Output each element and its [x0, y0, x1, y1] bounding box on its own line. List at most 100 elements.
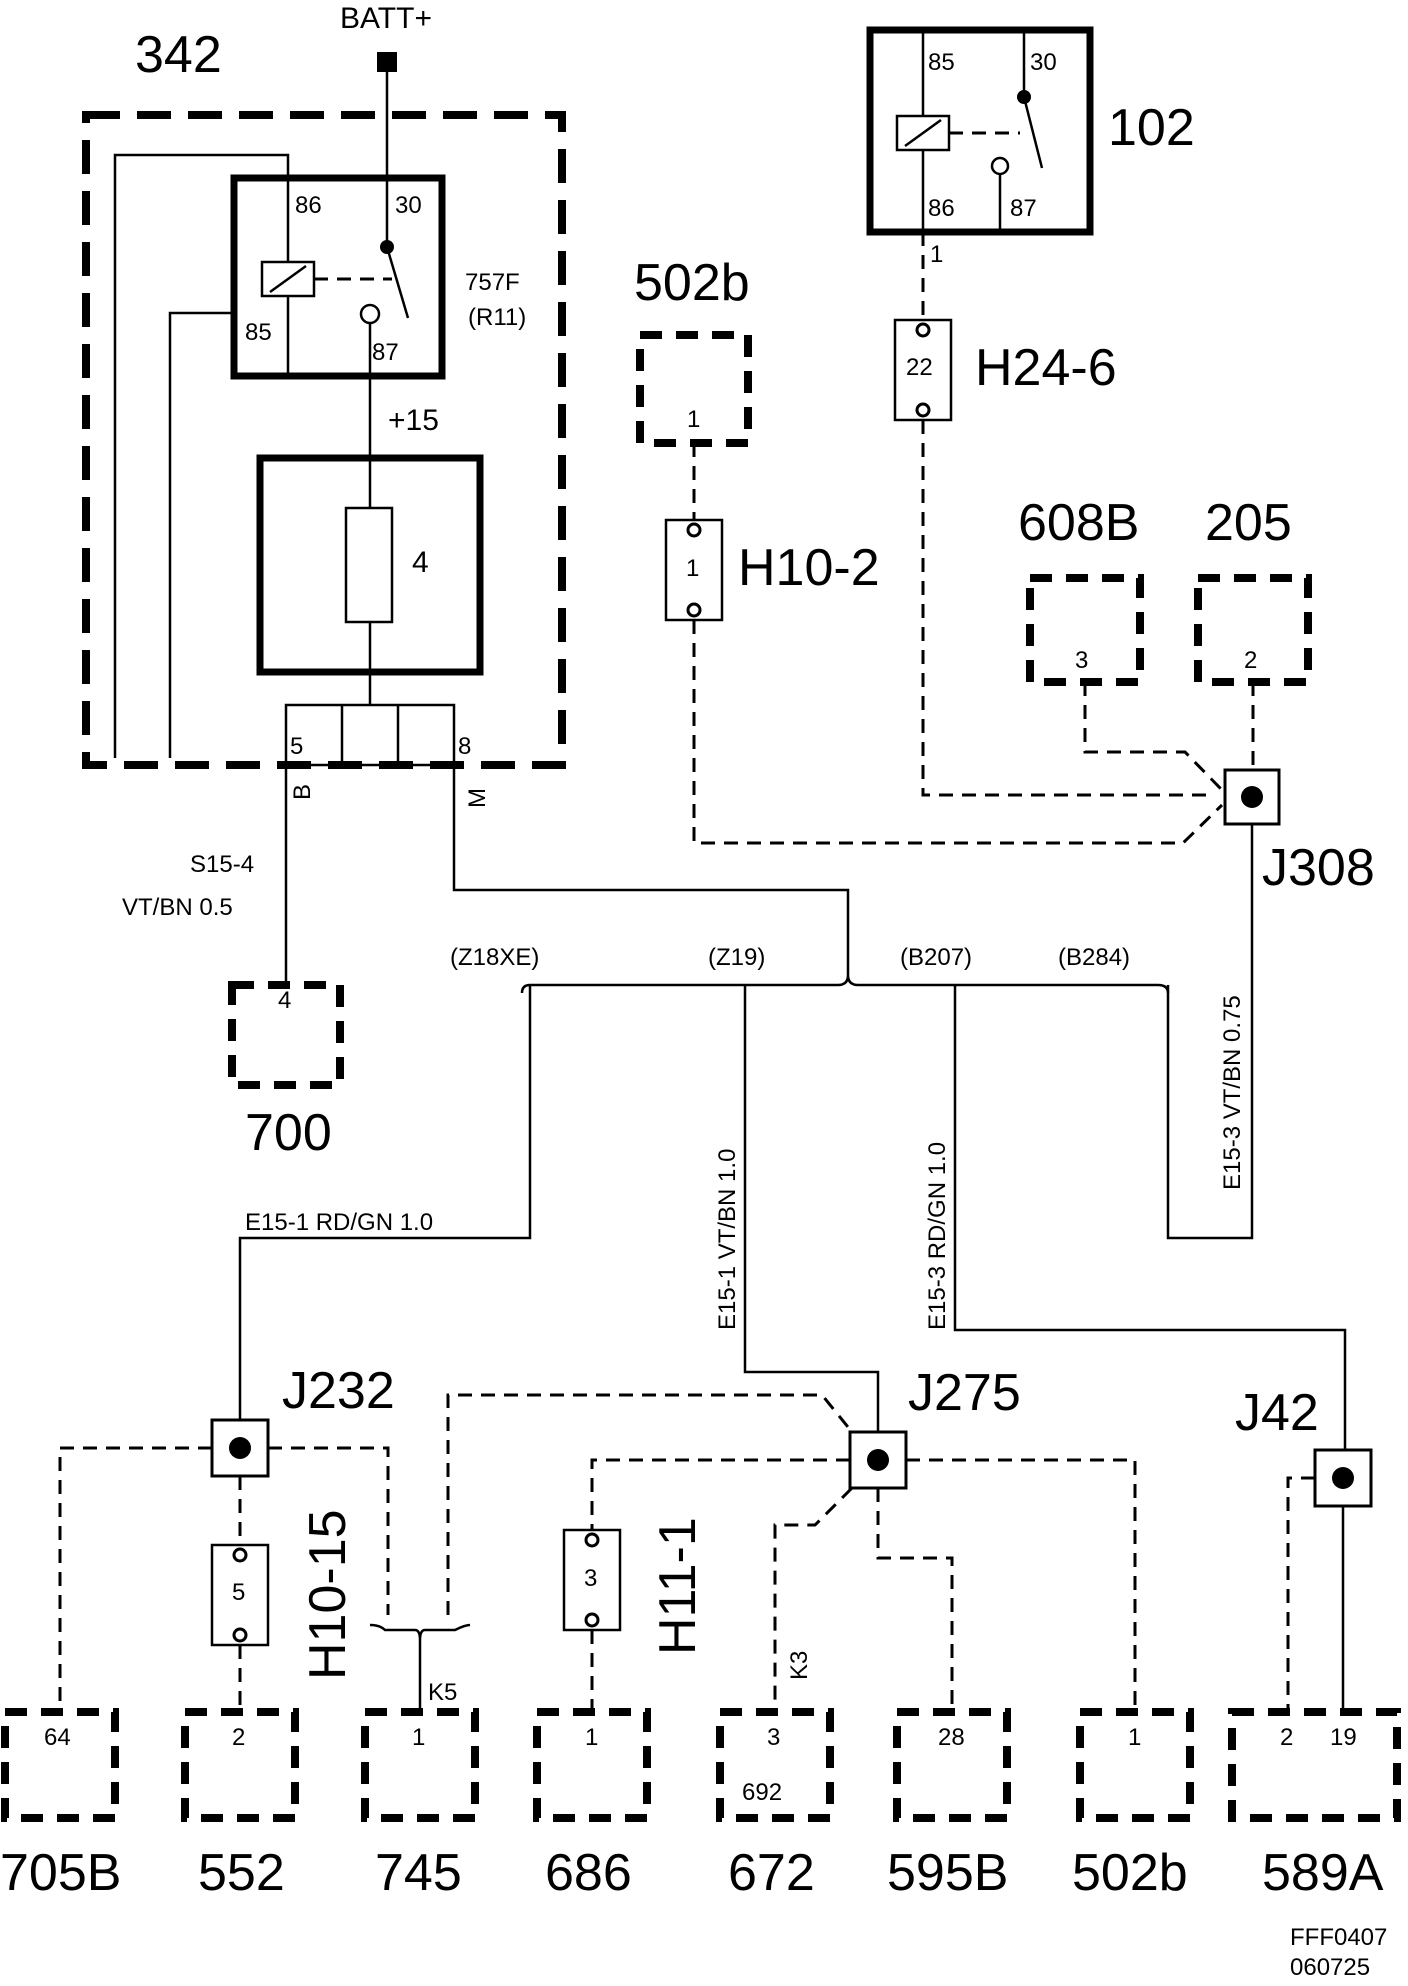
wire-e15-3-mid-label: E15-3 RD/GN 1.0: [924, 1142, 951, 1330]
pin-8: 8: [458, 733, 471, 760]
label-589a: 589A: [1262, 1844, 1384, 1902]
wire-e15-3-mid: [953, 985, 1347, 1450]
pin-b: B: [289, 784, 316, 800]
wire-502b: [906, 1458, 1137, 1710]
variant-b207: (B207): [900, 944, 972, 971]
relay-102-pin86: 86: [928, 195, 955, 222]
wire-s15-4-label: S15-4: [190, 851, 254, 878]
connector-502b: [1076, 1708, 1194, 1822]
label-502b: 502b: [1072, 1844, 1188, 1902]
connector-700-pin: 4: [278, 987, 291, 1014]
variant-z18xe: (Z18XE): [450, 944, 539, 971]
wire-e15-1-mid: [743, 985, 880, 1432]
label-608b: 608B: [1018, 494, 1139, 552]
pin-686: 1: [585, 1724, 598, 1751]
switch-contact-icon: [385, 246, 410, 319]
connector-700: [228, 981, 344, 1089]
label-j275: J275: [908, 1364, 1021, 1422]
label-j232: J232: [282, 1362, 395, 1420]
label-j42: J42: [1235, 1384, 1319, 1442]
connector-686: [533, 1708, 651, 1822]
wire-705b: [58, 1446, 212, 1710]
h10-15-pin: 5: [232, 1579, 245, 1606]
label-h10-2: H10-2: [738, 539, 880, 597]
label-h11-1: H11-1: [649, 1517, 707, 1655]
label-502b-top: 502b: [634, 254, 750, 312]
label-batt: BATT+: [340, 2, 432, 35]
pin-block: [284, 703, 456, 767]
h10-2-pin: 1: [686, 555, 699, 582]
footer-code: FFF0407: [1290, 1924, 1387, 1951]
splice-j275-dot-icon: [867, 1449, 889, 1471]
connector-589a: [1228, 1708, 1401, 1822]
pin-672: 3: [767, 1724, 780, 1751]
pin-552: 2: [232, 1724, 245, 1751]
relay-102-pin85: 85: [928, 49, 955, 76]
relay-102-name: 102: [1108, 99, 1195, 157]
k5-bracket: [369, 1623, 471, 1641]
relay-102-pin1: 1: [930, 241, 943, 268]
label-595b: 595B: [887, 1844, 1008, 1902]
relay-102-pin87: 87: [1010, 195, 1037, 222]
connector-502b-top-pin: 1: [687, 406, 700, 433]
variant-z19: (Z19): [708, 944, 765, 971]
pin-705b: 64: [44, 1724, 71, 1751]
pin-589a-a: 2: [1280, 1724, 1293, 1751]
connector-608b-pin: 3: [1075, 647, 1088, 674]
wire-589a-2: [1286, 1476, 1315, 1710]
label-h10-15: H10-15: [299, 1509, 357, 1680]
relay-757f-name: 757F: [465, 269, 520, 296]
wire-e15-1-left: [238, 985, 532, 1420]
pin-87: 87: [372, 339, 399, 366]
connector-552: [181, 1708, 299, 1822]
relay-757f: [230, 174, 446, 380]
h11-1-pin: 3: [584, 1565, 597, 1592]
pin-85: 85: [245, 319, 272, 346]
wire-e15-1-mid-label: E15-1 VT/BN 1.0: [714, 1149, 741, 1330]
wire-m: [452, 765, 850, 975]
label-k5: K5: [428, 1679, 457, 1706]
footer-date: 060725: [1290, 1954, 1370, 1981]
label-552: 552: [198, 1844, 285, 1902]
splice-j308-dot-icon: [1241, 786, 1263, 808]
fuse-number: 4: [412, 546, 429, 579]
label-672: 672: [728, 1844, 815, 1902]
wire-h24-6: [921, 420, 1210, 797]
contact-87-icon: [359, 303, 381, 325]
connector-672: [716, 1708, 834, 1822]
wire-e15-3-right-label: E15-3 VT/BN 0.75: [1219, 995, 1246, 1190]
label-745: 745: [375, 1844, 462, 1902]
label-j308: J308: [1262, 839, 1375, 897]
connector-205-pin: 2: [1244, 647, 1257, 674]
wire-85: [168, 311, 234, 758]
label-205: 205: [1205, 494, 1292, 552]
pin-30: 30: [395, 192, 422, 219]
splice-j232-dot-icon: [229, 1437, 251, 1459]
box-342: [82, 111, 566, 769]
splice-j42-dot-icon: [1332, 1467, 1354, 1489]
label-342: 342: [135, 26, 222, 84]
relay-102-pin30: 30: [1030, 49, 1057, 76]
connector-705b: [1, 1708, 119, 1822]
label-705b: 705B: [0, 1844, 121, 1902]
sub-672-692: 692: [742, 1779, 782, 1806]
relay-757f-sub: (R11): [468, 304, 526, 331]
label-686: 686: [545, 1844, 632, 1902]
wire-e15-1-left-label: E15-1 RD/GN 1.0: [245, 1209, 433, 1236]
h24-6-pin: 22: [906, 354, 933, 381]
pin-502b: 1: [1128, 1724, 1141, 1751]
pin-86: 86: [295, 192, 322, 219]
pin-595b: 28: [938, 1724, 965, 1751]
connector-745: [361, 1708, 479, 1822]
pin-589a-b: 19: [1330, 1724, 1357, 1751]
bus-line: [520, 974, 1170, 994]
wire-686: [590, 1458, 850, 1530]
wire-672: [773, 1486, 854, 1710]
pin-m: M: [464, 788, 491, 808]
wire-595b: [876, 1488, 954, 1710]
variant-b284: (B284): [1058, 944, 1130, 971]
label-h24-6: H24-6: [975, 339, 1117, 397]
wire-h10-2: [692, 620, 1224, 845]
wire-608b: [1083, 682, 1224, 792]
